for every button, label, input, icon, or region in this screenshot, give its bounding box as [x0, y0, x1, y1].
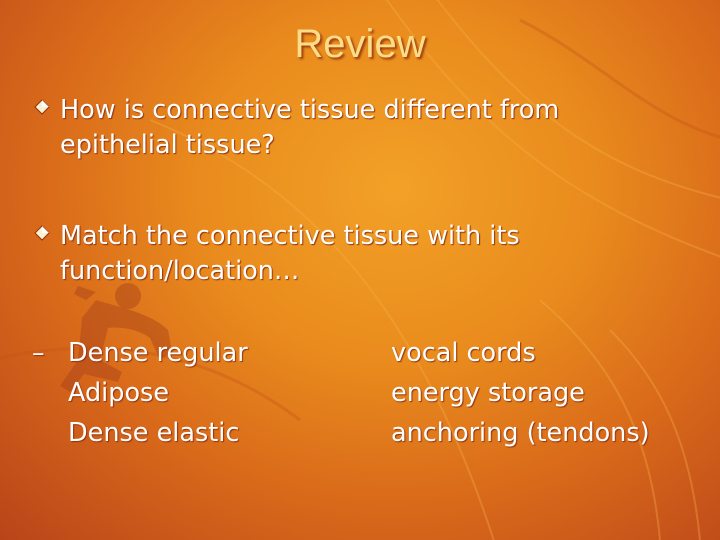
- diamond-bullet-icon: [34, 225, 50, 241]
- function-item: energy storage: [391, 378, 585, 408]
- sub-bullet-marker: –: [32, 338, 45, 367]
- function-item: vocal cords: [391, 338, 536, 368]
- diamond-bullet-icon: [34, 99, 50, 115]
- bullet-text: Match the connective tissue with its fun…: [60, 221, 520, 286]
- tissue-item: Dense elastic: [68, 418, 240, 448]
- runner-silhouette: [60, 283, 172, 392]
- tissue-list: Dense regular Adipose Dense elastic: [68, 333, 358, 453]
- tissue-item: Adipose: [68, 378, 170, 408]
- slide-title: Review: [294, 22, 426, 66]
- tissue-item: Dense regular: [68, 338, 248, 368]
- function-list: vocal cords energy storage anchoring (te…: [391, 333, 711, 453]
- bullet-text: How is connective tissue different from …: [60, 95, 560, 160]
- function-item: anchoring (tendons): [391, 418, 650, 448]
